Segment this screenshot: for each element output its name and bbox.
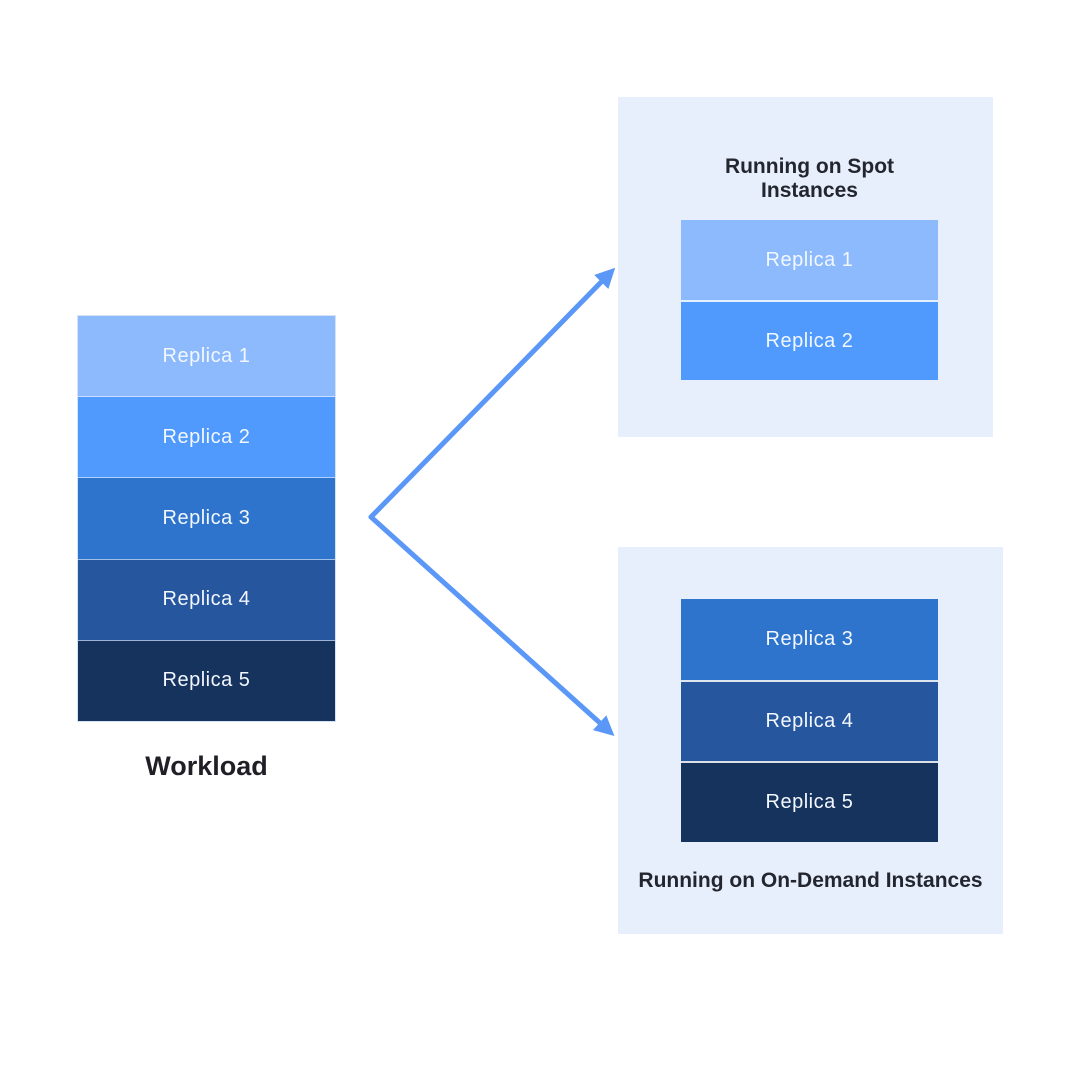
replica-block: Replica 3 — [681, 599, 938, 680]
replica-block: Replica 4 — [78, 559, 335, 641]
workload-label: Workload — [145, 751, 268, 781]
replica-block: Replica 3 — [78, 478, 335, 560]
replica-block: Replica 1 — [78, 316, 335, 398]
replica-block: Replica 2 — [681, 300, 938, 380]
ondemand-panel-title: Running on On-Demand Instances — [638, 869, 983, 892]
replica-block: Replica 5 — [78, 640, 335, 722]
arrow-to-ondemand-panel — [368, 514, 615, 737]
arrow-to-spot-panel — [368, 267, 616, 520]
replica-block: Replica 1 — [681, 220, 938, 300]
replica-block: Replica 2 — [78, 397, 335, 479]
replica-block: Replica 4 — [681, 680, 938, 761]
spot-panel-title: Running on Spot Instances — [724, 155, 895, 202]
replica-block: Replica 5 — [681, 761, 938, 842]
